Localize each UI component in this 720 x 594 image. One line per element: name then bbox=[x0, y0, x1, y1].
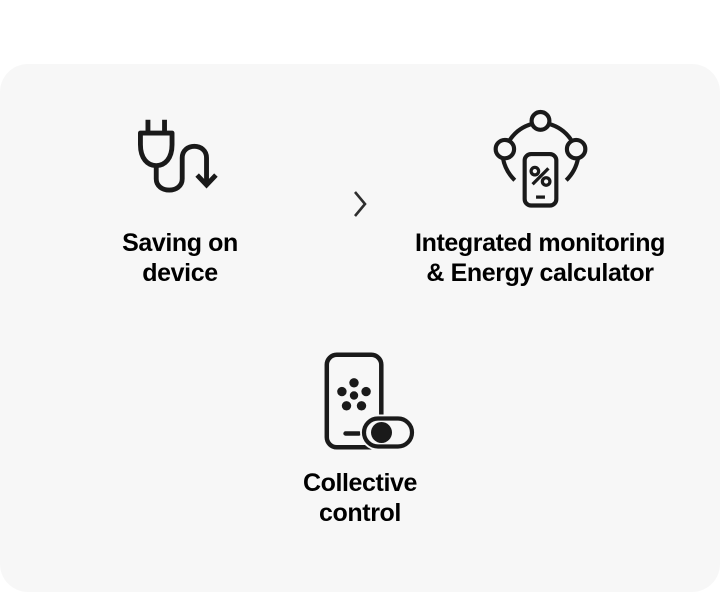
feature-collective-control: Collective control bbox=[212, 352, 508, 528]
feature-label-line1: Integrated monitoring bbox=[415, 229, 665, 257]
feature-label: Collective control bbox=[212, 468, 508, 528]
chevron-right-icon bbox=[352, 189, 368, 219]
feature-label: Saving on device bbox=[40, 228, 320, 288]
plug-arrow-icon bbox=[40, 118, 320, 200]
feature-label-line2: control bbox=[319, 499, 401, 527]
feature-label-line2: device bbox=[142, 259, 218, 287]
energy-features-card: Saving on device bbox=[0, 64, 720, 592]
feature-label: Integrated monitoring & Energy calculato… bbox=[380, 228, 700, 288]
network-phone-percent-icon bbox=[380, 109, 700, 208]
feature-integrated-monitoring: Integrated monitoring & Energy calculato… bbox=[380, 109, 700, 288]
feature-label-line1: Collective bbox=[302, 469, 418, 497]
phone-smartthings-toggle-icon bbox=[212, 352, 508, 450]
feature-label-line1: Saving on bbox=[122, 229, 238, 257]
feature-saving-on-device: Saving on device bbox=[40, 118, 320, 288]
smartthings-flower-icon bbox=[336, 378, 371, 411]
feature-label-line2: & Energy calculator bbox=[426, 259, 654, 287]
